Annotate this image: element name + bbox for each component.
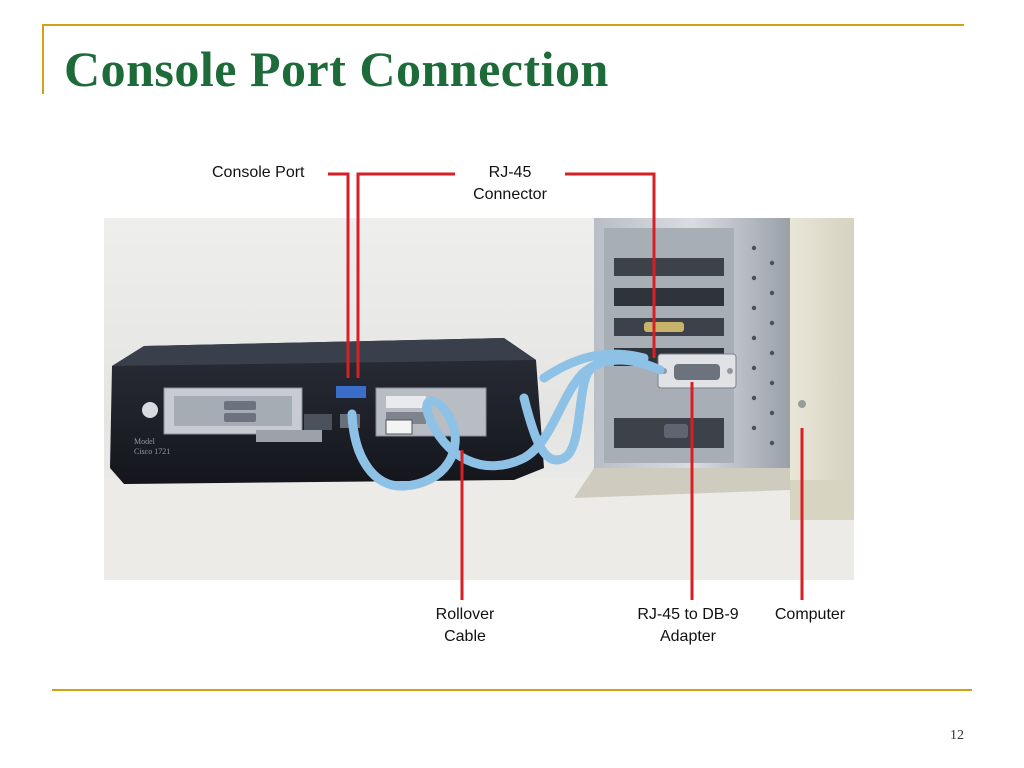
rollover-label-line1: Rollover	[435, 606, 495, 623]
adapter-label-line1: RJ-45 to DB-9	[637, 606, 739, 623]
page-number: 12	[950, 728, 964, 743]
adapter-label: RJ-45 to DB-9 Adapter	[618, 604, 758, 648]
svg-text:Cisco 1721: Cisco 1721	[134, 447, 170, 456]
router: Model Cisco 1721	[110, 338, 544, 484]
bottom-rule	[52, 689, 972, 691]
left-rule	[42, 24, 44, 94]
rj45-connector-label: RJ-45 Connector	[455, 162, 565, 206]
rollover-cable-label: Rollover Cable	[410, 604, 520, 648]
slide-title: Console Port Connection	[64, 41, 609, 97]
console-port-label: Console Port	[212, 164, 305, 181]
computer-label: Computer	[774, 606, 846, 623]
adapter-label-line2: Adapter	[659, 628, 717, 645]
router-computer-photo: Model Cisco 1721	[104, 218, 854, 580]
rj45-label-line1: RJ-45	[488, 164, 532, 181]
photo-callout-lines	[346, 218, 804, 580]
svg-text:Model: Model	[134, 437, 156, 446]
rj45-label-line2: Connector	[473, 186, 547, 203]
table-surface	[104, 478, 854, 580]
top-rule	[42, 24, 964, 26]
db9-adapter	[657, 353, 737, 389]
rollover-label-line2: Cable	[444, 628, 486, 645]
